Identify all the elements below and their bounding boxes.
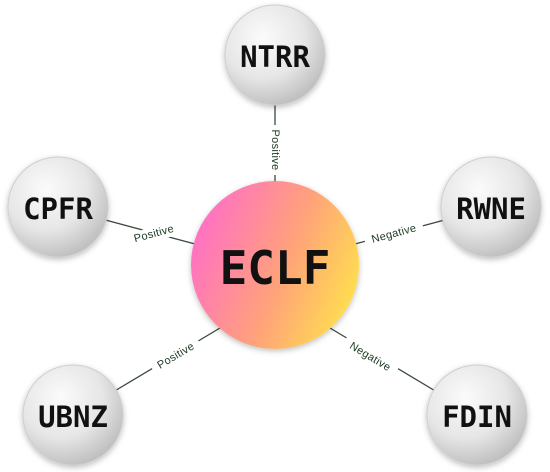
edge-label-ubnz: Positive — [155, 340, 196, 371]
node-label-cpfr: CPFR — [23, 192, 93, 226]
edge-label-ntrr: Positive — [269, 130, 281, 171]
node-center-eclf: ECLF — [191, 181, 359, 349]
node-label-rwne: RWNE — [456, 192, 526, 226]
node-ubnz: UBNZ — [22, 364, 124, 466]
node-label-ubnz: UBNZ — [38, 400, 108, 434]
node-label-fdin: FDIN — [442, 400, 512, 434]
edge-label-cpfr: Positive — [133, 223, 176, 245]
node-cpfr: CPFR — [7, 156, 109, 258]
node-rwne: RWNE — [440, 156, 542, 258]
node-fdin: FDIN — [426, 364, 528, 466]
edge-label-rwne: Negative — [370, 222, 417, 245]
node-label-ntrr: NTRR — [240, 40, 310, 74]
edge-label-fdin: Negative — [347, 340, 392, 374]
node-label-center: ECLF — [220, 241, 331, 295]
node-ntrr: NTRR — [224, 4, 326, 106]
